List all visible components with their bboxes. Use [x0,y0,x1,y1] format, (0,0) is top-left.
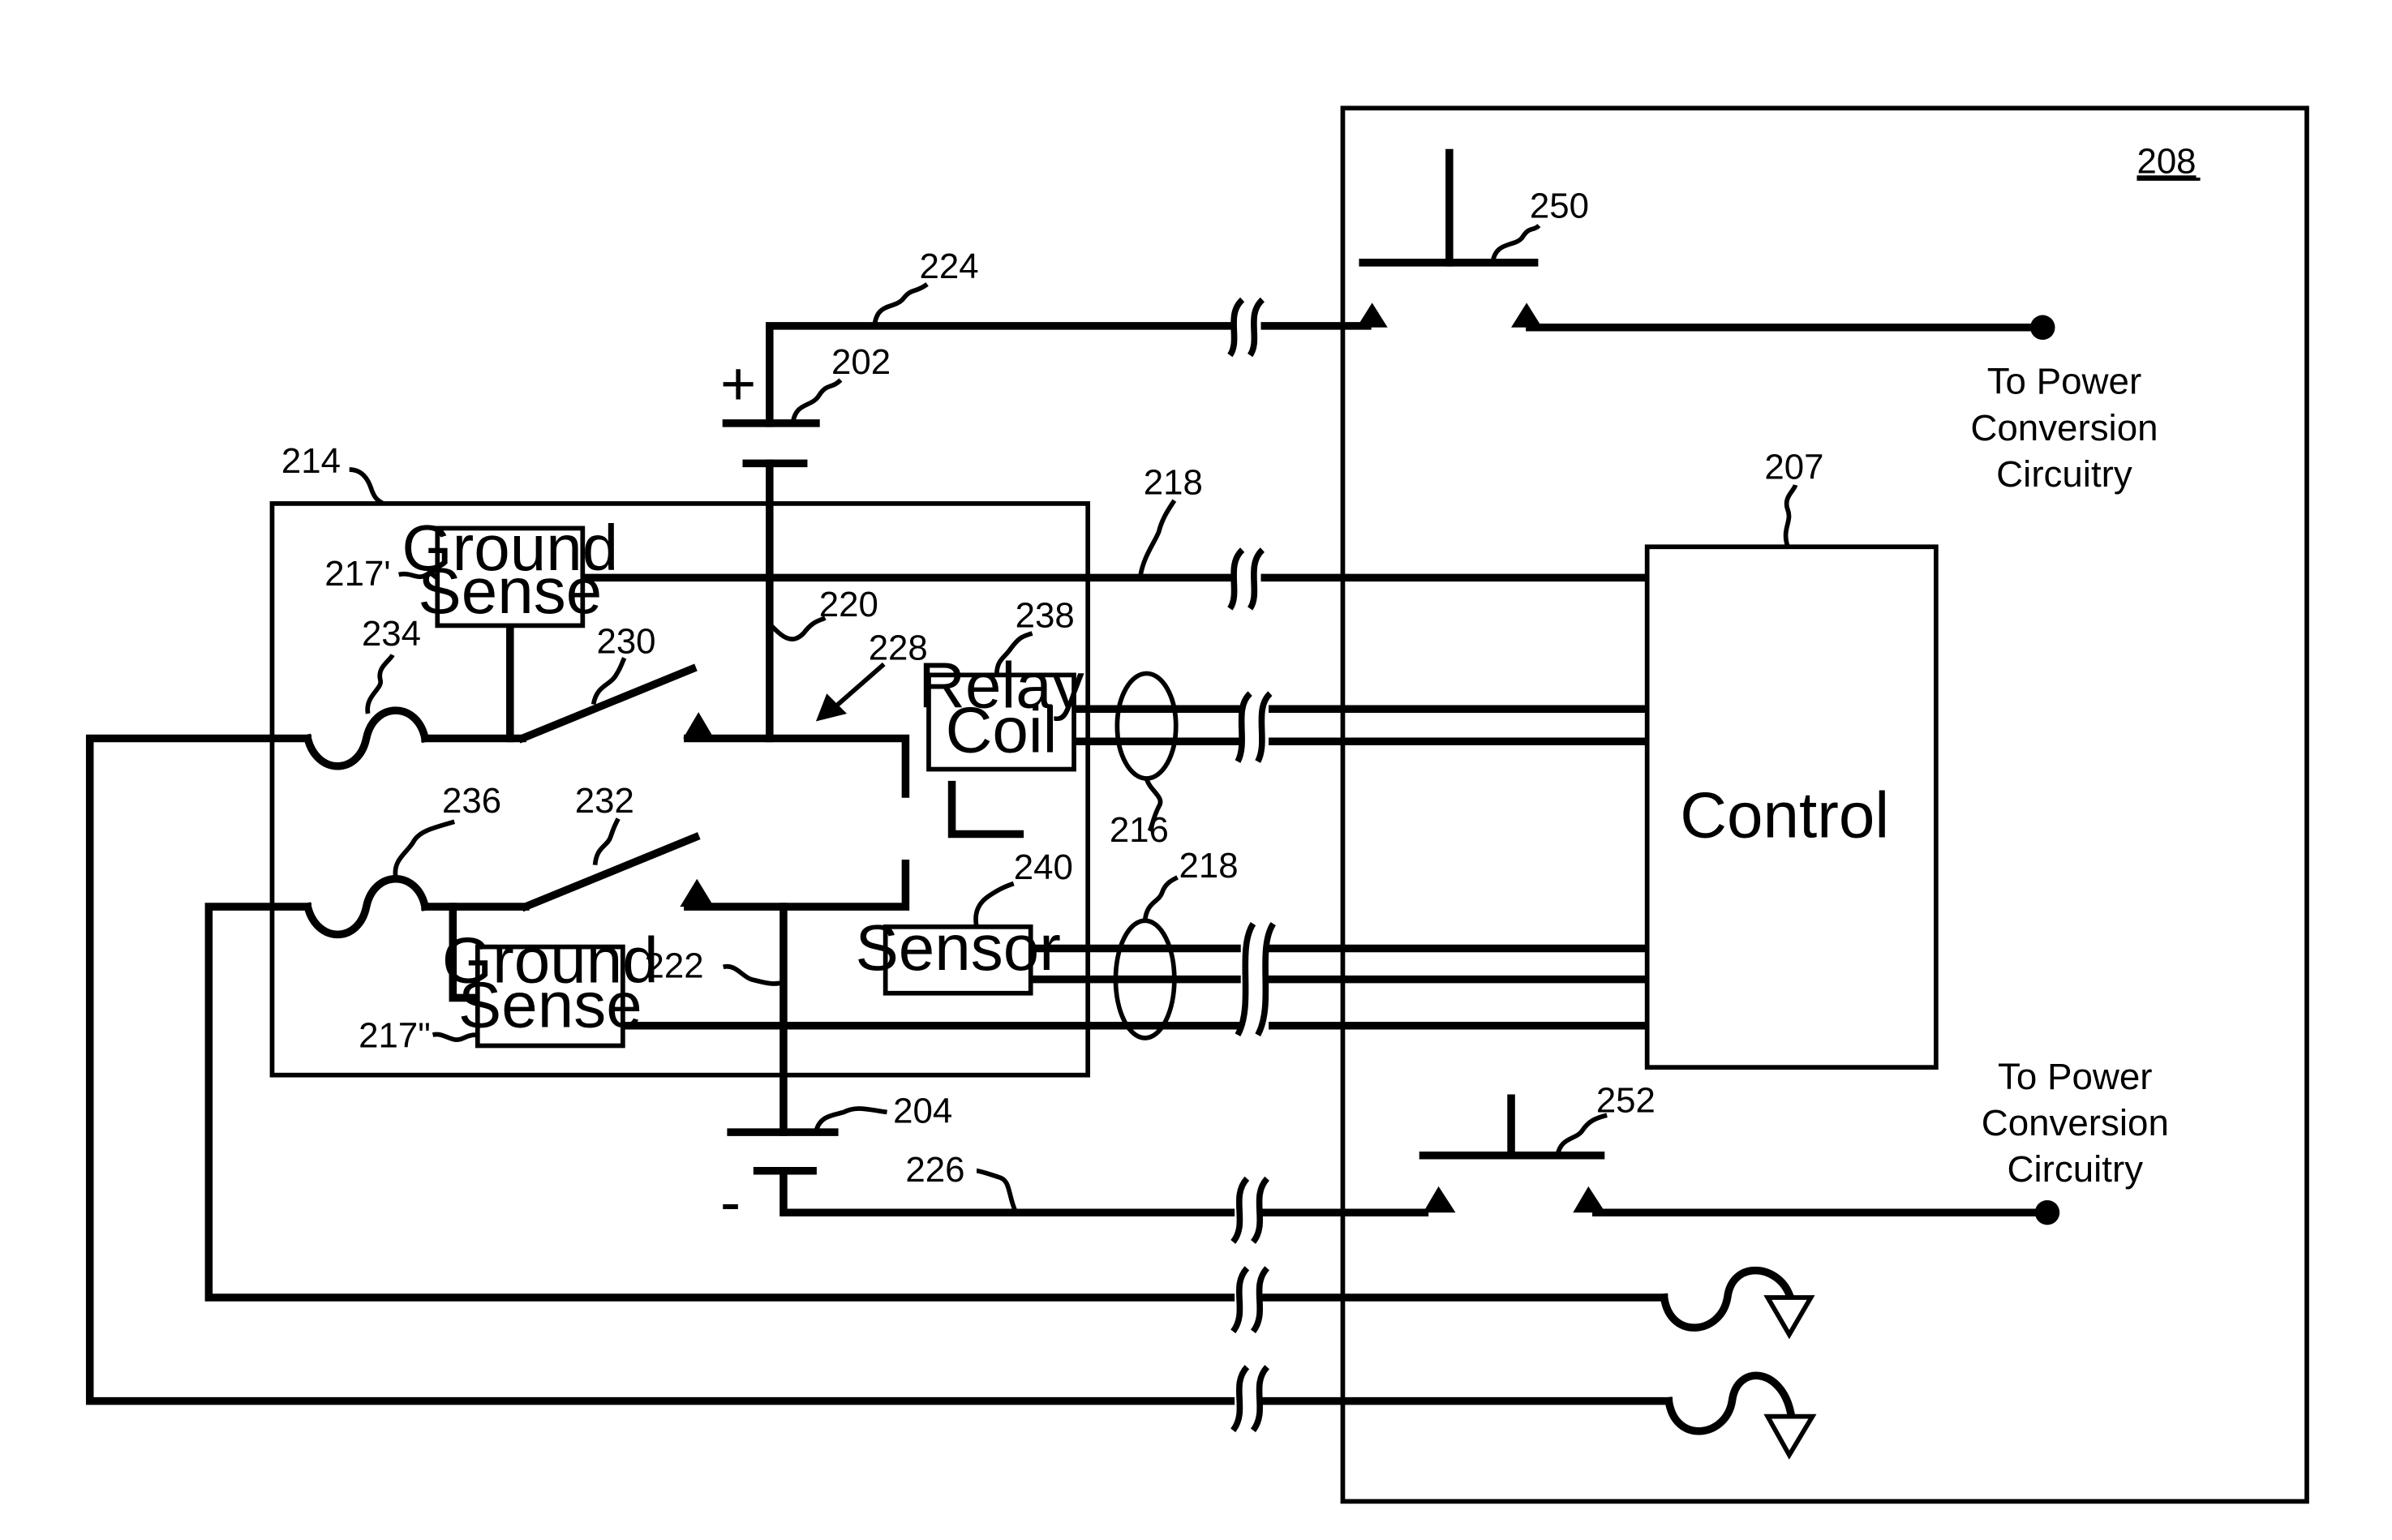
ref-224: 224 [920,247,979,286]
contactor-250-left-contact [1357,302,1388,327]
wire-break-218-top [1230,548,1262,608]
leader-207 [1786,485,1796,547]
leader-232 [595,818,619,864]
leader-218-bottom [1145,877,1178,920]
ref-226: 226 [905,1150,964,1190]
relay-coil-line-2-text: Coil [946,694,1058,766]
leader-250 [1492,225,1539,263]
ref-218-top: 218 [1144,463,1203,503]
terminal-lower [2035,1200,2059,1225]
ref-230: 230 [596,622,655,662]
control-label: Control [1680,779,1889,851]
leader-236 [395,821,454,877]
switch-232-contact [680,879,714,907]
negative-conductor [784,1171,1424,1212]
arrow-228-shaft [835,664,884,707]
leader-222 [724,967,784,984]
relay-armature [952,785,1020,834]
ground-path-upper [90,738,1669,1401]
ref-222: 222 [645,946,704,986]
ground-icon [1767,1298,1810,1335]
ref-217b: 217" [359,1015,431,1055]
ref-208: 208 [2136,141,2196,181]
switch-232-blade [526,837,696,907]
cable-bundle-216 [1117,673,1175,779]
ref-250: 250 [1530,187,1589,226]
contactor-250-right-contact [1511,302,1542,327]
leader-214 [350,470,384,504]
contactor-252-left-contact [1423,1186,1455,1212]
fuse-236 [307,879,425,935]
leader-218-top [1140,500,1175,576]
leader-226 [977,1171,1016,1212]
leader-202 [792,380,840,423]
leader-224 [874,284,927,324]
ref-202: 202 [831,342,891,382]
ground-sense-2-line-2: Sense [458,969,642,1041]
ref-228: 228 [869,628,928,667]
contactor-252-right-contact [1573,1186,1605,1212]
power-conversion-2-line-3: Circuitry [2007,1148,2143,1190]
switch-230-blade [522,669,693,739]
positive-polarity-label: + [720,350,756,418]
wire-break-positive [1230,297,1262,355]
top-bus [688,738,906,794]
ref-238: 238 [1016,595,1075,635]
power-conversion-2-line-2: Conversion [1982,1102,2169,1143]
switch-230-contact [683,712,714,738]
ref-217a: 217' [324,554,390,594]
fuse-234 [307,710,425,766]
ref-220: 220 [819,585,878,624]
terminal-upper [2030,315,2055,340]
sensor-label: Sensor [855,912,1060,984]
ground-icon [1767,1417,1812,1456]
wire-break-218-bottom [1238,924,1273,1035]
wire-break-ground-lower [1233,1267,1267,1332]
ground-sense-1-line-2: Sense [418,555,602,627]
leader-220 [770,618,826,639]
leader-234 [367,655,393,714]
ref-218-bottom: 218 [1179,846,1239,886]
ref-204: 204 [893,1092,952,1131]
negative-polarity-label: - [720,1169,741,1238]
bottom-bus [688,864,906,907]
ref-236: 236 [442,781,501,821]
ref-232: 232 [575,781,634,821]
wire-break-negative [1233,1177,1267,1242]
ref-240: 240 [1014,847,1073,887]
ref-207: 207 [1764,447,1823,487]
ref-252: 252 [1596,1080,1656,1120]
ref-214: 214 [281,441,341,481]
wire-break-ground-upper [1233,1366,1267,1431]
power-conversion-1-line-2: Conversion [1970,407,2158,448]
leader-252 [1557,1115,1607,1156]
power-conversion-2-line-1: To Power [1998,1056,2153,1097]
wire-break-216 [1238,692,1270,761]
ref-216: 216 [1110,810,1169,850]
power-conversion-1-line-1: To Power [1987,361,2142,402]
power-conversion-1-line-3: Circuitry [1996,453,2132,495]
ref-234: 234 [362,614,421,654]
